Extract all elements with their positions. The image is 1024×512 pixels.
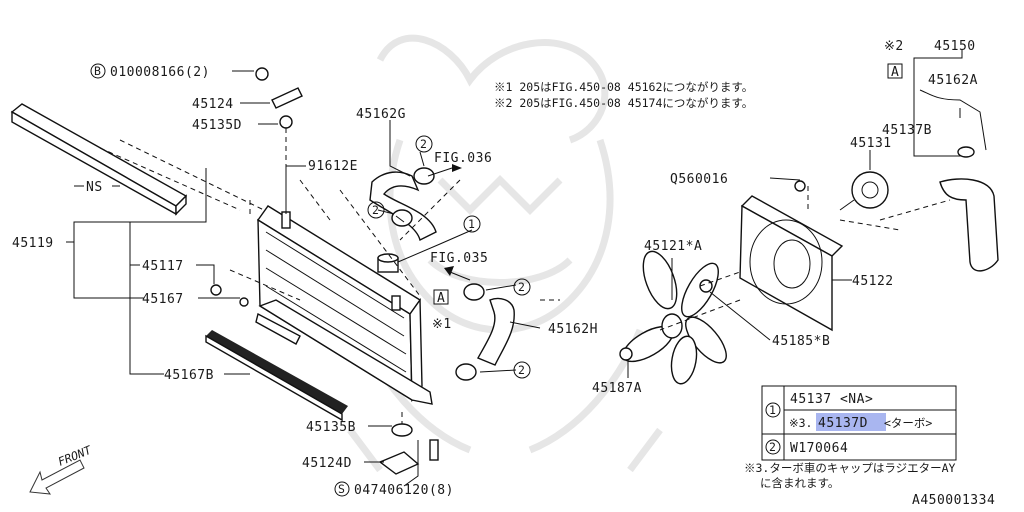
label-45162a: 45162A — [928, 73, 978, 88]
label-45167: 45167 — [142, 292, 184, 307]
seal-45167b — [205, 330, 348, 422]
label-q560016: Q560016 — [670, 172, 728, 187]
note-2: ※2 205はFIG.450-08 45174につながります。 — [494, 96, 753, 110]
callout-2-upper-b: 2 — [367, 201, 385, 219]
label-45135b: 45135B — [306, 420, 356, 435]
arrow-fig036 — [427, 167, 453, 177]
label-45131: 45131 — [850, 136, 892, 151]
legend-symbol-1: 1 — [769, 403, 776, 417]
upper-hose-45162g — [369, 167, 437, 242]
fan-shroud-45122 — [699, 180, 844, 332]
highlight-selection — [816, 413, 886, 431]
diagram-code: A450001334 — [912, 493, 995, 508]
svg-text:2: 2 — [518, 363, 525, 377]
fitting-45124-top — [255, 67, 303, 129]
note-3-line2: に含まれます。 — [760, 476, 839, 490]
callout-1-hose: 1 — [463, 215, 481, 233]
motor-45131 — [839, 171, 889, 211]
legend-symbol-2: 2 — [769, 440, 776, 454]
note-3-line1: ※3.ターボ車のキャップはラジエターAY — [744, 461, 956, 475]
callout-2-lower-b: 2 — [513, 361, 531, 379]
callout-2-lower-a: 2 — [513, 278, 531, 296]
ns-bar-part — [10, 103, 188, 216]
label-ns: NS — [86, 180, 103, 195]
fan-45121a — [619, 250, 727, 385]
leader-lines — [66, 50, 963, 487]
label-45185b: 45185*B — [772, 334, 830, 349]
arrow-fig035 — [449, 271, 471, 281]
label-45150: 45150 — [934, 39, 976, 54]
radiator-core — [255, 205, 433, 405]
lower-hose-45162h — [455, 283, 515, 381]
svg-text:2: 2 — [518, 280, 525, 294]
callout-2-upper-a: 2 — [415, 135, 433, 153]
label-45162g: 45162G — [356, 107, 406, 122]
label-45137b: 45137B — [882, 123, 932, 138]
label-45117: 45117 — [142, 259, 184, 274]
label-91612e: 91612E — [308, 159, 358, 174]
svg-text:A: A — [891, 65, 899, 80]
label-45119: 45119 — [12, 236, 54, 251]
label-45122: 45122 — [852, 274, 894, 289]
legend-row1-main: 45137 <NA> — [790, 392, 873, 407]
svg-text:A: A — [437, 291, 445, 306]
label-45124-top: 45124 — [192, 97, 234, 112]
marker-a-tank: A — [887, 63, 903, 80]
reservoir-tank-45150 — [919, 89, 999, 272]
label-45167b: 45167B — [164, 368, 214, 383]
radiator-cap — [377, 253, 399, 273]
svg-text:2: 2 — [372, 203, 379, 217]
circle-symbol-b: B — [90, 63, 106, 79]
label-bolt-047406120: 047406120(8) — [354, 483, 454, 498]
label-bolt-010008166: 010008166(2) — [110, 65, 210, 80]
legend-row2: W170064 — [790, 441, 848, 456]
label-fig036: FIG.036 — [434, 151, 492, 166]
label-star2: ※2 — [884, 39, 904, 54]
label-45162h: 45162H — [548, 322, 598, 337]
legend-row1-highlight: 45137D — [818, 416, 868, 431]
label-fig035: FIG.035 — [430, 251, 488, 266]
label-star1: ※1 — [432, 317, 452, 332]
legend-row1-prefix: ※3. — [789, 416, 812, 430]
note-1: ※1 205はFIG.450-08 45162につながります。 — [494, 80, 753, 94]
circle-symbol-s: S — [334, 481, 350, 497]
legend-table: 1 2 45137 <NA> ※3. 45137D <ターボ> W170064 — [761, 385, 957, 461]
label-45124d: 45124D — [302, 456, 352, 471]
svg-text:S: S — [338, 482, 345, 496]
label-45135d: 45135D — [192, 118, 242, 133]
svg-text:2: 2 — [420, 137, 427, 151]
label-45121a: 45121*A — [644, 239, 702, 254]
svg-text:1: 1 — [468, 217, 475, 231]
svg-text:B: B — [94, 64, 101, 78]
legend-row1-suffix: <ターボ> — [884, 416, 932, 430]
marker-a-radiator: A — [433, 289, 449, 306]
label-45187a: 45187A — [592, 381, 642, 396]
front-arrow: FRONT — [29, 442, 94, 495]
